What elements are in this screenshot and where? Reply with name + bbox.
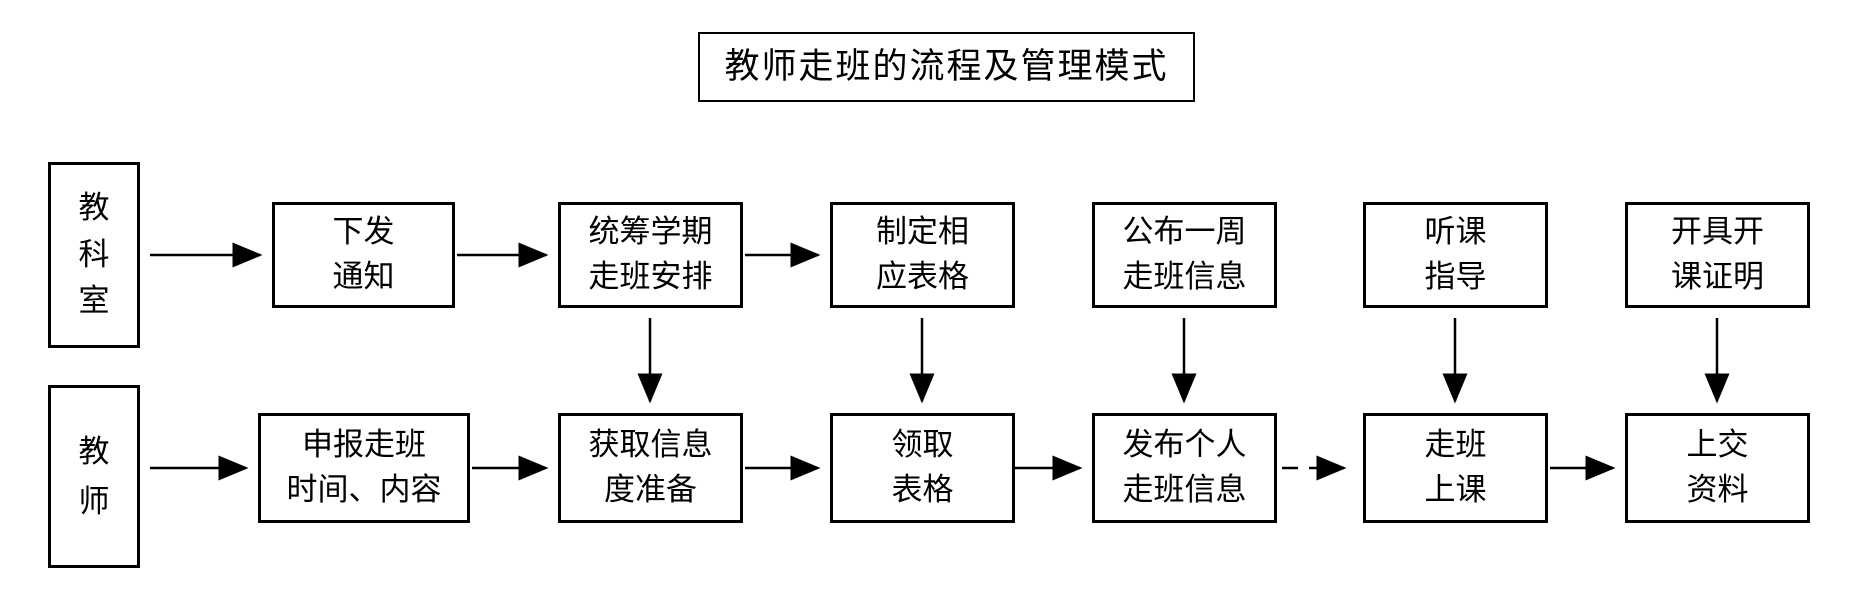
node-submit-materials: 上交 资料 bbox=[1625, 413, 1810, 523]
node-plan-semester-rotation: 统筹学期 走班安排 bbox=[558, 202, 743, 308]
node-declare-rotation-time: 申报走班 时间、内容 bbox=[258, 413, 470, 523]
node-lesson-observation: 听课 指导 bbox=[1363, 202, 1548, 308]
node-issue-notice: 下发 通知 bbox=[272, 202, 455, 308]
node-create-forms: 制定相 应表格 bbox=[830, 202, 1015, 308]
node-issue-course-certificate: 开具开 课证明 bbox=[1625, 202, 1810, 308]
node-rotation-teaching: 走班 上课 bbox=[1363, 413, 1548, 523]
node-publish-weekly-info: 公布一周 走班信息 bbox=[1092, 202, 1277, 308]
node-publish-personal-info: 发布个人 走班信息 bbox=[1092, 413, 1277, 523]
node-obtain-info-prepare: 获取信息 度准备 bbox=[558, 413, 743, 523]
lane-label-teacher: 教 师 bbox=[48, 385, 140, 568]
diagram-title: 教师走班的流程及管理模式 bbox=[698, 32, 1195, 102]
node-collect-forms: 领取 表格 bbox=[830, 413, 1015, 523]
lane-label-teaching-research-office: 教 科 室 bbox=[48, 162, 140, 348]
